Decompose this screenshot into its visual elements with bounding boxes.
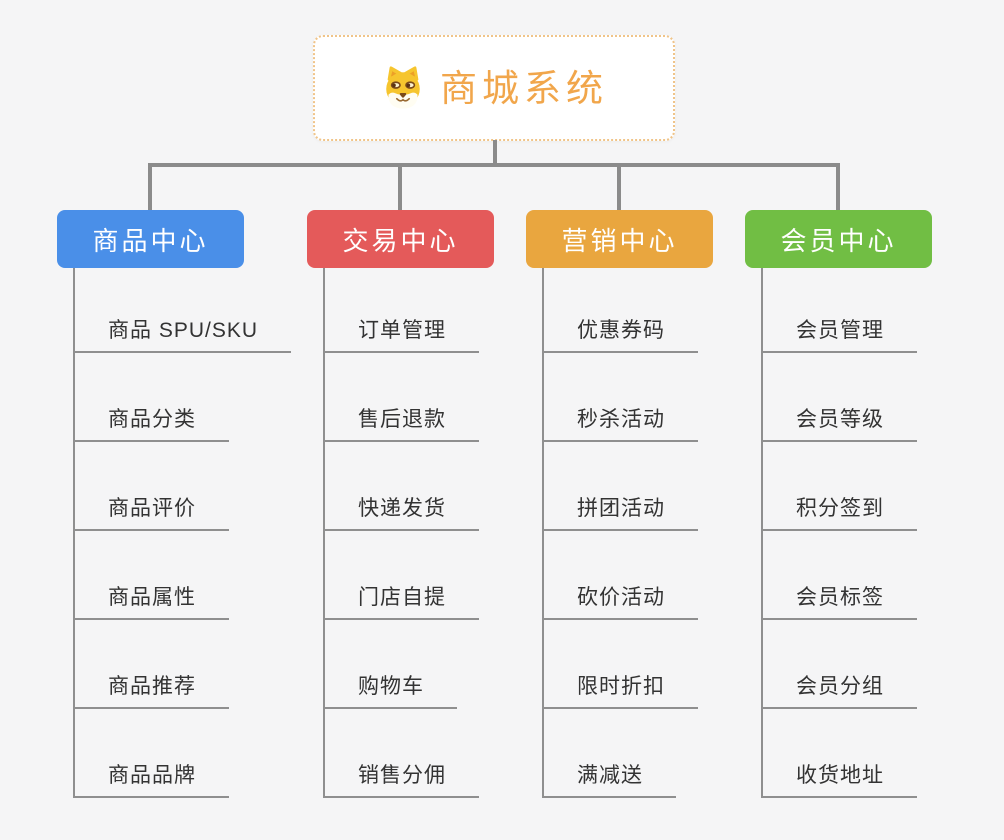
leaf-label: 砍价活动 [577,585,665,609]
leaf-label: 订单管理 [358,318,446,342]
leaf-node[interactable]: 积分签到 [763,442,917,531]
leaf-node[interactable]: 拼团活动 [544,442,698,531]
leaf-label: 限时折扣 [577,674,665,698]
leaf-label: 秒杀活动 [577,407,665,431]
connector-drop-1 [148,163,152,210]
leaf-node[interactable]: 快递发货 [325,442,479,531]
leaf-label: 收货地址 [796,763,884,787]
branch-node-2[interactable]: 交易中心 [307,210,494,268]
leaf-label: 快递发货 [358,496,446,520]
leaf-node[interactable]: 会员等级 [763,353,917,442]
leaf-list: 会员管理会员等级积分签到会员标签会员分组收货地址 [761,268,917,798]
branch-column-3: 营销中心 优惠券码秒杀活动拼团活动砍价活动限时折扣满减送 [526,210,786,798]
leaf-node[interactable]: 商品品牌 [75,709,229,798]
leaf-node[interactable]: 会员标签 [763,531,917,620]
connector-root-stub [493,140,497,167]
doge-icon [386,66,420,109]
connector-bus [148,163,840,167]
leaf-node[interactable]: 商品属性 [75,531,229,620]
leaf-label: 购物车 [358,674,424,698]
leaf-node[interactable]: 秒杀活动 [544,353,698,442]
connector-drop-2 [398,163,402,210]
branch-column-4: 会员中心 会员管理会员等级积分签到会员标签会员分组收货地址 [745,210,1004,798]
leaf-node[interactable]: 订单管理 [325,268,479,353]
leaf-label: 商品推荐 [108,674,196,698]
leaf-node[interactable]: 商品推荐 [75,620,229,709]
leaf-node[interactable]: 会员管理 [763,268,917,353]
leaf-label: 会员标签 [796,585,884,609]
branch-node-3[interactable]: 营销中心 [526,210,713,268]
leaf-label: 销售分佣 [358,763,446,787]
leaf-label: 商品属性 [108,585,196,609]
leaf-node[interactable]: 收货地址 [763,709,917,798]
leaf-node[interactable]: 商品评价 [75,442,229,531]
root-node[interactable]: 商城系统 [313,35,675,141]
leaf-label: 门店自提 [358,585,446,609]
branch-node-4[interactable]: 会员中心 [745,210,932,268]
leaf-node[interactable]: 满减送 [544,709,676,798]
leaf-node[interactable]: 售后退款 [325,353,479,442]
leaf-node[interactable]: 限时折扣 [544,620,698,709]
leaf-label: 会员等级 [796,407,884,431]
leaf-node[interactable]: 砍价活动 [544,531,698,620]
leaf-label: 优惠券码 [577,318,665,342]
leaf-label: 售后退款 [358,407,446,431]
leaf-node[interactable]: 商品分类 [75,353,229,442]
connector-drop-4 [836,163,840,210]
leaf-list: 商品 SPU/SKU 商品分类商品评价商品属性商品推荐商品品牌 [73,268,292,798]
leaf-node[interactable]: 商品 SPU/SKU [75,268,292,353]
connector-drop-3 [617,163,621,210]
leaf-node[interactable]: 优惠券码 [544,268,698,353]
leaf-node[interactable]: 购物车 [325,620,457,709]
leaf-list: 订单管理售后退款快递发货门店自提购物车销售分佣 [323,268,479,798]
root-title: 商城系统 [440,67,608,109]
leaf-label: 商品 SPU/SKU [108,318,259,342]
leaf-label: 积分签到 [796,496,884,520]
leaf-label: 商品评价 [108,496,196,520]
branch-node-1[interactable]: 商品中心 [57,210,244,268]
leaf-node[interactable]: 会员分组 [763,620,917,709]
leaf-label: 满减送 [577,763,643,787]
branch-column-1: 商品中心 商品 SPU/SKU 商品分类商品评价商品属性商品推荐商品品牌 [57,210,317,798]
branch-column-2: 交易中心 订单管理售后退款快递发货门店自提购物车销售分佣 [307,210,567,798]
leaf-list: 优惠券码秒杀活动拼团活动砍价活动限时折扣满减送 [542,268,698,798]
leaf-label: 商品品牌 [108,763,196,787]
leaf-label: 商品分类 [108,407,196,431]
leaf-node[interactable]: 门店自提 [325,531,479,620]
leaf-node[interactable]: 销售分佣 [325,709,479,798]
leaf-label: 拼团活动 [577,496,665,520]
leaf-label: 会员管理 [796,318,884,342]
leaf-label: 会员分组 [796,674,884,698]
